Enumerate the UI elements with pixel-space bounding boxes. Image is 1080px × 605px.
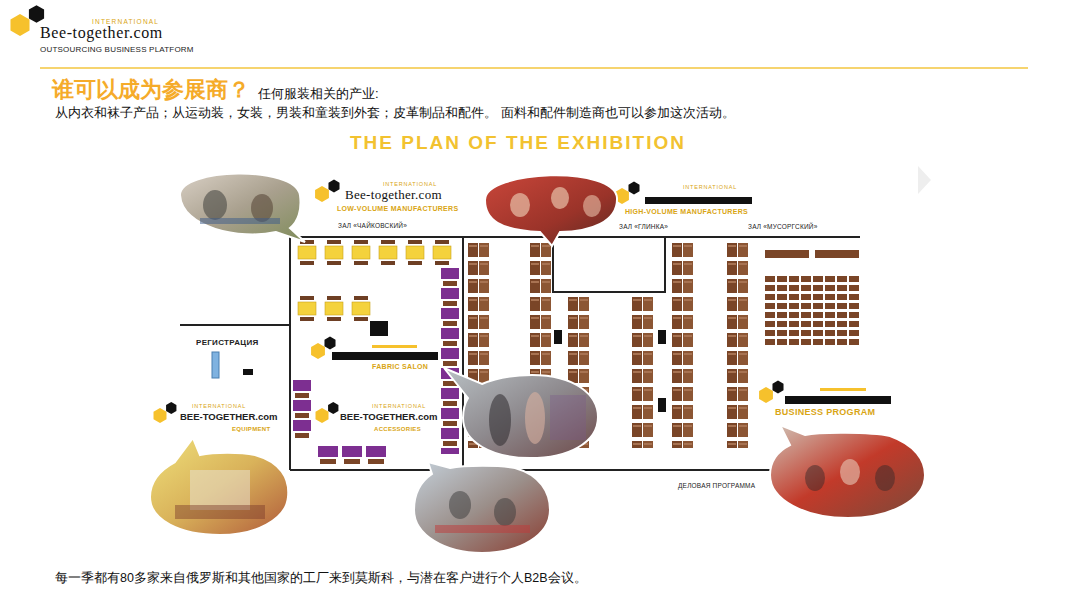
logo-tagline: INTERNATIONAL [683, 184, 737, 190]
area-name: ДЕЛОВАЯ ПРОГРАММА [678, 482, 755, 489]
logo-tagline: INTERNATIONAL [192, 403, 246, 409]
plan-heading: THE PLAN OF THE EXHIBITION [350, 132, 686, 154]
logo-subtitle: OUTSOURCING BUSINESS PLATFORM [40, 45, 194, 54]
logo-tagline: INTERNATIONAL [383, 181, 437, 187]
logo-tagline: INTERNATIONAL [372, 403, 426, 409]
logo-wordmark: BEE-TOGETHER.com [340, 412, 437, 423]
zone-label: HIGH-VOLUME MANUFACTURERS [625, 208, 748, 216]
zone-label: FABRIC SALON [372, 363, 428, 371]
area-name: РЕГИСТРАЦИЯ [196, 338, 258, 347]
zone-label: BUSINESS PROGRAM [775, 407, 875, 417]
hall-name: ЗАЛ «МУСОРГСКИЙ» [748, 223, 817, 230]
hall-name: ЗАЛ «ГЛИНКА» [619, 223, 668, 230]
logo-wordmark: Bee-together.com [40, 24, 163, 42]
logo-wordmark: Bee-together.com [345, 188, 442, 203]
subheading: 任何服装相关的产业: [258, 87, 379, 102]
logo-wordmark: BEE-TOGETHER.com [180, 412, 277, 423]
zone-label: EQUIPMENT [232, 426, 270, 433]
footer-caption: 每一季都有80多家来自俄罗斯和其他国家的工厂来到莫斯科，与潜在客户进行个人B2B… [55, 571, 587, 585]
zone-label: ACCESSORIES [374, 426, 421, 433]
slide-title: 谁可以成为参展商？ [52, 77, 250, 102]
intro-text: 从内衣和袜子产品；从运动装，女装，男装和童装到外套；皮革制品和配件。 面料和配件… [55, 106, 735, 121]
hall-name: ЗАЛ «ЧАЙКОВСКИЙ» [338, 222, 407, 229]
zone-label: LOW-VOLUME MANUFACTURERS [337, 205, 458, 213]
